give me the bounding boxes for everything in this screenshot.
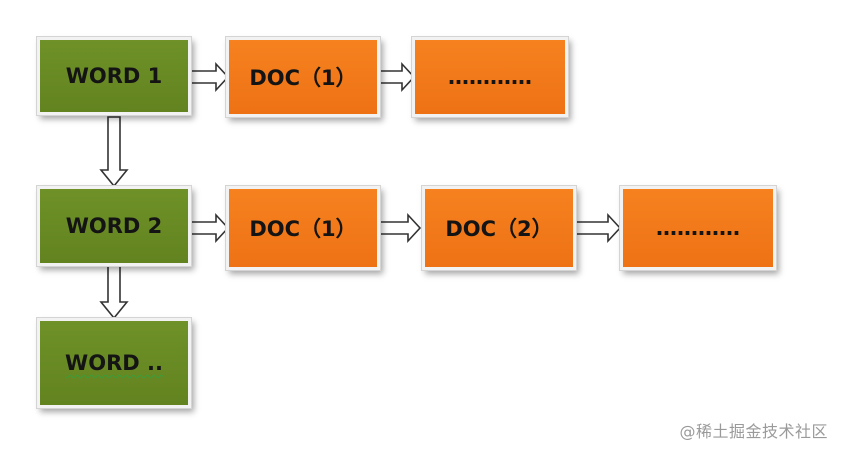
node-row1-doc-1-label: DOC（1） <box>249 66 357 90</box>
arrow-doc1-to-ellipsis-row1 <box>373 61 416 93</box>
node-row1-ellipsis: ………… <box>412 37 568 117</box>
node-word-1: WORD 1 <box>37 37 191 115</box>
arrow-word1-to-doc1 <box>187 61 230 93</box>
node-row2-doc-1: DOC（1） <box>226 186 380 270</box>
node-word-2: WORD 2 <box>37 186 191 266</box>
node-row1-doc-1: DOC（1） <box>226 37 380 117</box>
node-word-1-label: WORD 1 <box>65 64 163 88</box>
node-row1-ellipsis-label: ………… <box>448 65 532 89</box>
node-row2-doc-1-label: DOC（1） <box>249 217 357 241</box>
arrow-word2-to-word-more <box>99 265 129 320</box>
watermark: @稀土掘金技术社区 <box>679 422 828 441</box>
arrow-word1-to-word2 <box>99 116 129 188</box>
arrow-doc2-to-ellipsis-row2 <box>571 212 622 244</box>
arrow-word2-to-doc1 <box>187 212 230 244</box>
node-word-more-label: WORD .. <box>65 351 163 375</box>
node-word-2-label: WORD 2 <box>65 214 163 238</box>
node-word-more: WORD .. <box>37 318 191 408</box>
node-row2-doc-2: DOC（2） <box>422 186 576 270</box>
node-row2-doc-2-label: DOC（2） <box>445 217 553 241</box>
node-row2-ellipsis-label: ………… <box>656 216 740 240</box>
arrow-doc1-to-doc2 <box>373 212 422 244</box>
node-row2-ellipsis: ………… <box>620 186 776 270</box>
